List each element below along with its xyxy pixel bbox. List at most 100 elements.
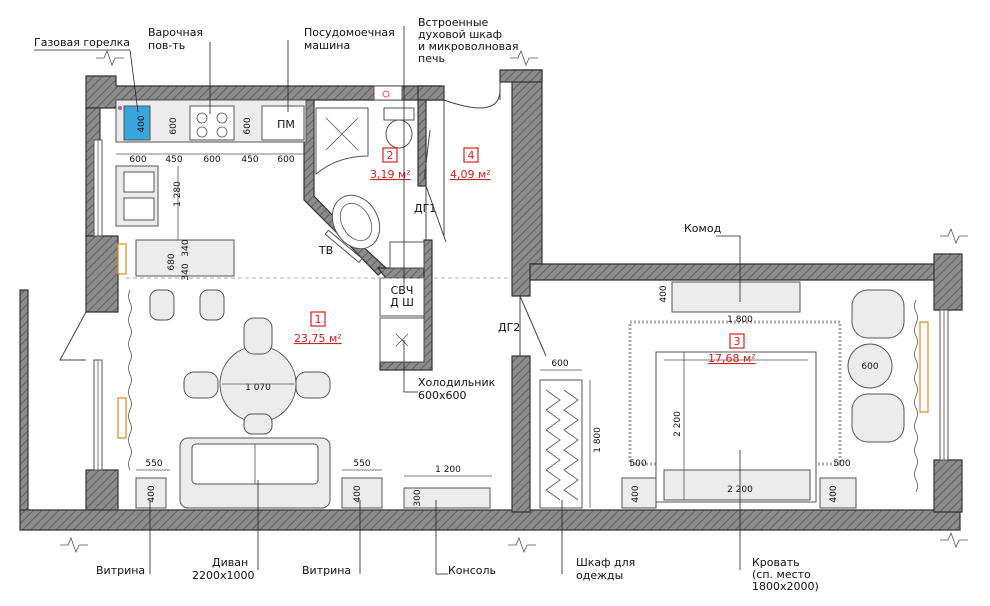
dim-b400b: 400 — [829, 485, 839, 502]
wall-left-outer — [19, 289, 29, 513]
wardrobe — [539, 379, 583, 509]
dim-table600: 600 — [861, 362, 878, 372]
gas-burner-icon — [123, 105, 151, 141]
dim-console1200: 1 200 — [435, 465, 461, 475]
wall-bottom — [19, 509, 961, 531]
hob-counter-label: 400 — [137, 115, 147, 132]
callout-fridge-line2: 600х600 — [418, 389, 467, 402]
wall-right-upper — [933, 253, 963, 311]
dim-b400a: 400 — [631, 485, 641, 502]
showcase-mid — [341, 477, 383, 509]
dim-depth2: 600 — [243, 117, 253, 134]
callouts: Газовая горелка Варочная пов-ть Посудомо… — [34, 16, 819, 593]
chair-right — [295, 371, 331, 399]
gas-point-icon — [118, 106, 122, 110]
dim-dresser400: 400 — [659, 285, 669, 302]
bathroom: ТВ — [315, 85, 415, 264]
dim-k600b: 600 — [203, 155, 220, 165]
room-3-area: 17,68 м² — [708, 352, 756, 365]
door-bath — [423, 129, 431, 181]
doors: ДГ1 ДГ2 — [59, 82, 547, 361]
dim-s550b: 550 — [353, 459, 370, 469]
dim-k340a: 340 — [181, 239, 191, 256]
microwave-oven — [379, 277, 425, 317]
toilet-tank — [383, 107, 415, 121]
armchair-top — [851, 289, 905, 339]
room-1-area: 23,75 м² — [294, 332, 342, 345]
door-dg1-swing — [425, 185, 447, 243]
radiator-living — [117, 397, 127, 439]
nightstand-right — [819, 477, 857, 509]
tv-tag: ТВ — [318, 244, 333, 257]
showcase-left — [135, 477, 167, 509]
room-4-number: 4 — [468, 149, 475, 162]
console — [403, 487, 491, 509]
callout-sofa-line2: 2200х1000 — [192, 569, 255, 582]
callout-oven-line4: печь — [418, 52, 445, 65]
kitchen: 400 ПМ 600 450 600 450 600 600 600 1 280… — [115, 99, 307, 321]
callout-gas-burner: Газовая горелка — [34, 36, 130, 49]
dim-w600: 600 — [551, 359, 568, 369]
callout-dishwasher-line1: Посудомоечная — [304, 26, 395, 39]
wall-left-lower — [85, 469, 119, 513]
washbasin-shelf — [373, 85, 403, 101]
room-2-area: 3,19 м² — [370, 168, 411, 181]
toilet-bowl — [385, 119, 413, 149]
dim-depth1: 600 — [169, 117, 179, 134]
dim-s400b: 400 — [353, 485, 363, 502]
radiator-kitchen — [117, 243, 127, 275]
dim-b500b: 500 — [833, 459, 850, 469]
chair-top — [243, 317, 273, 355]
room-3-number: 3 — [734, 335, 741, 348]
callout-dresser: Комод — [684, 222, 722, 235]
door-dg2-tag: ДГ2 — [498, 321, 520, 334]
dim-table1070: 1 070 — [245, 383, 271, 393]
curtains — [128, 289, 918, 493]
wall-top-outer — [499, 69, 543, 83]
chair-left — [183, 371, 219, 399]
bathtub — [331, 194, 381, 250]
living-room: 1 070 550 550 1 200 400 400 300 — [126, 277, 512, 509]
stool-2 — [199, 289, 225, 321]
room-4-area: 4,09 м² — [450, 168, 491, 181]
callout-wardrobe-line2: одежды — [576, 569, 623, 582]
chair-bottom — [243, 413, 273, 435]
callout-fridge-line1: Холодильник — [418, 376, 496, 389]
coffee-table — [847, 343, 893, 389]
dim-k450a: 450 — [165, 155, 182, 165]
door-entry-swing — [443, 89, 501, 236]
microwave-tag: СВЧ — [391, 284, 414, 297]
appliances: СВЧ Д Ш — [379, 241, 425, 363]
bar-counter — [135, 239, 235, 277]
wall-center-lower — [511, 355, 531, 513]
armchair-bottom — [851, 393, 905, 443]
callout-hob-line2: пов-ть — [148, 39, 185, 52]
dim-k450b: 450 — [241, 155, 258, 165]
callout-console: Консоль — [448, 564, 496, 577]
bedroom: 600 1 800 400 1 800 2 200 2 200 500 500 … — [539, 281, 905, 509]
wall-bedroom-top — [529, 263, 947, 281]
dishwasher — [261, 105, 305, 141]
radiators — [117, 243, 929, 439]
tv-panel — [324, 229, 363, 264]
fridge — [379, 317, 425, 363]
dim-k340b: 340 — [181, 263, 191, 280]
wall-center-upper — [511, 69, 543, 297]
dim-rug1800: 1 800 — [727, 315, 753, 325]
dim-w1800: 1 800 — [593, 427, 603, 453]
door-dg1-tag: ДГ1 — [414, 202, 436, 215]
callout-wardrobe-line1: Шкаф для — [576, 556, 635, 569]
wall-left-projection — [85, 235, 119, 313]
room-1-number: 1 — [315, 313, 322, 326]
callout-oven-line1: Встроенные — [418, 16, 489, 29]
door-dg2-swing — [519, 295, 547, 357]
callout-hob-line1: Варочная — [148, 26, 203, 39]
windows — [93, 139, 949, 471]
break-markers — [60, 49, 968, 554]
callout-bed-line1: Кровать — [752, 556, 800, 569]
dim-c300: 300 — [413, 489, 423, 506]
dim-k600c: 600 — [277, 155, 294, 165]
dim-k600a: 600 — [129, 155, 146, 165]
dim-bed2200v: 2 200 — [673, 411, 683, 437]
